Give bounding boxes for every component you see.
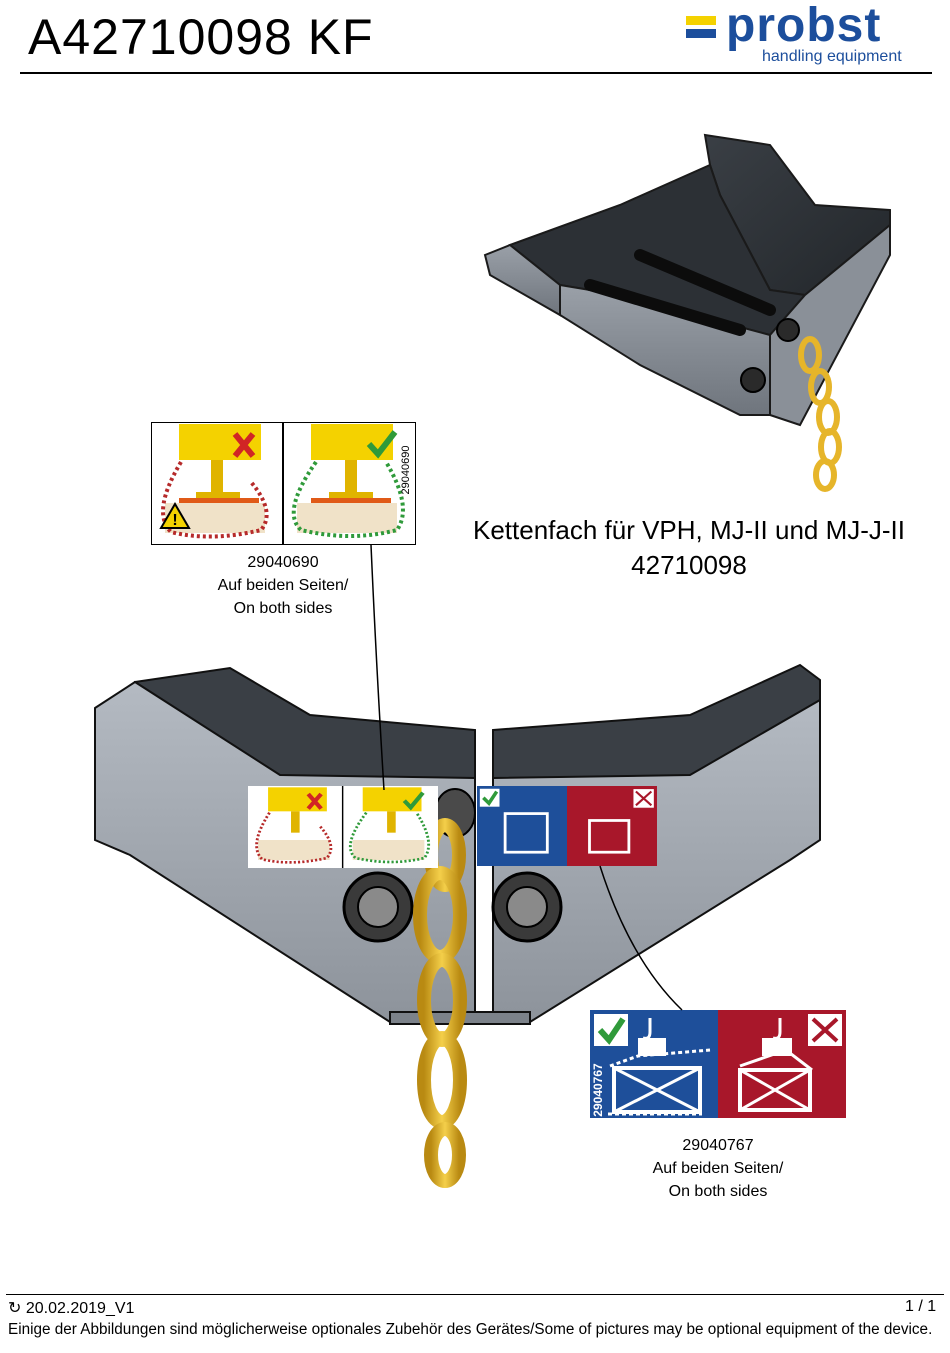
- bolt-right: [491, 871, 563, 943]
- footer-page-number: 1 / 1: [905, 1298, 937, 1315]
- label-29040690-placement-de: Auf beiden Seiten/: [217, 577, 349, 594]
- revision-date: 20.02.2019_V1: [25, 1300, 135, 1317]
- label-29040767-number: 29040767: [682, 1137, 754, 1154]
- label-29040767-enlarged: 29040767: [590, 1010, 846, 1126]
- product-title-block: Kettenfach für VPH, MJ-II und MJ-J-II 42…: [452, 513, 926, 583]
- bolt-left: [342, 871, 414, 943]
- product-number: 42710098: [631, 550, 747, 580]
- label-29040767-on-part: [477, 786, 657, 866]
- label-29040690-code-small: 29040690: [400, 446, 412, 495]
- label-29040690-number: 29040690: [247, 554, 319, 571]
- product-title: Kettenfach für VPH, MJ-II und MJ-J-II: [472, 515, 906, 545]
- brand-logo: probst handling equipment: [686, 0, 916, 70]
- logo-subtitle: handling equipment: [762, 48, 902, 65]
- revision-icon: ↻: [8, 1300, 22, 1317]
- logo-mark-icon: [686, 16, 716, 38]
- label-29040767-code-small: 29040767: [591, 1063, 605, 1117]
- logo-wordmark: probst: [726, 0, 882, 52]
- footer-revision: ↻ 20.02.2019_V1: [8, 1298, 134, 1318]
- label-29040690-caption: 29040690 Auf beiden Seiten/ On both side…: [183, 551, 383, 620]
- label-29040690-enlarged: ! 29040690: [151, 422, 416, 545]
- footer-rule: [6, 1294, 944, 1295]
- label-29040767-placement-de: Auf beiden Seiten/: [652, 1160, 784, 1177]
- footer-disclaimer: Einige der Abbildungen sind möglicherwei…: [8, 1321, 933, 1338]
- label-29040767-caption: 29040767 Auf beiden Seiten/ On both side…: [618, 1134, 818, 1203]
- header-rule: [20, 72, 932, 74]
- chain-box-isometric-drawing: [483, 133, 891, 492]
- label-29040690-placement-en: On both sides: [233, 600, 333, 617]
- document-title: A42710098 KF: [28, 9, 374, 65]
- label-29040690-on-part: [248, 786, 438, 868]
- svg-text:!: !: [172, 512, 177, 529]
- label-29040767-placement-en: On both sides: [668, 1183, 768, 1200]
